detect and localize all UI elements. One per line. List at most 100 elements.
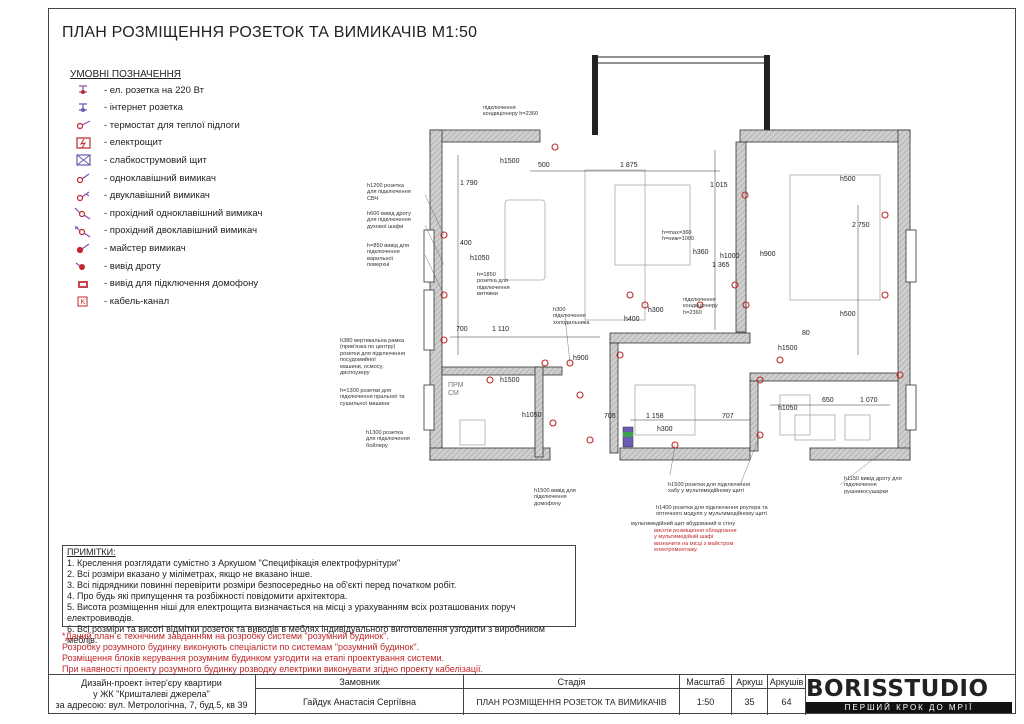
dim-80: 80 bbox=[802, 330, 810, 337]
legend-item-label: - прохідний двоклавішний вимикач bbox=[104, 225, 258, 237]
mark-h1050-a: h1050 bbox=[470, 255, 490, 262]
cable-channel-icon: K bbox=[70, 294, 96, 308]
dim-650: 650 bbox=[822, 397, 834, 404]
svg-text:K: K bbox=[81, 299, 86, 306]
scale-value: 1:50 bbox=[680, 689, 732, 715]
sheets-header: Аркушів bbox=[768, 675, 806, 689]
legend-item: - одноклавішний вимикач bbox=[70, 171, 216, 185]
mark-h500-b: h500 bbox=[840, 311, 856, 318]
legend-item: - майстер вимикач bbox=[70, 241, 186, 255]
stage-header: Стадія bbox=[464, 675, 680, 689]
mark-h360: h360 bbox=[693, 249, 709, 256]
legend-item-label: - прохідний одноклавішний вимикач bbox=[104, 207, 263, 219]
legend-item-label: - інтернет розетка bbox=[104, 102, 183, 114]
legend-item: - прохідний двоклавішний вимикач bbox=[70, 224, 257, 238]
dimension-lines bbox=[450, 150, 890, 421]
dim-1790: 1 790 bbox=[460, 180, 478, 187]
warning-line: Розміщення блоків керування розумним буд… bbox=[62, 653, 445, 663]
balcony bbox=[592, 55, 770, 135]
page-title: ПЛАН РОЗМІЩЕННЯ РОЗЕТОК ТА ВИМИКАЧІВ М1:… bbox=[62, 24, 478, 41]
logo-slogan: ПЕРШИЙ КРОК ДО МРІЇ bbox=[806, 702, 1012, 713]
client-header: Замовник bbox=[256, 675, 464, 689]
master-switch-icon bbox=[70, 241, 96, 255]
legend-item-label: - одноклавішний вимикач bbox=[104, 172, 216, 184]
studio-logo: BORISSTUDIO ПЕРШИЙ КРОК ДО МРІЇ bbox=[806, 676, 1012, 713]
mark-h1500-a: h1500 bbox=[500, 158, 520, 165]
intercom-outlet-icon bbox=[70, 277, 96, 291]
dim-1158: 1 158 bbox=[646, 413, 664, 420]
label-dishwasher: h380 вертикальна рамка(прив'язка по цент… bbox=[340, 338, 405, 377]
mark-h900-a: h900 bbox=[573, 355, 589, 362]
project-line: Дизайн-проект інтер'єру квартири bbox=[81, 678, 222, 688]
floor-plan bbox=[423, 55, 917, 486]
mark-h1050-c: h1050 bbox=[778, 405, 798, 412]
dim-700: 700 bbox=[456, 326, 468, 333]
legend-item: - інтернет розетка bbox=[70, 101, 183, 115]
legend-heading: УМОВНІ ПОЗНАЧЕННЯ bbox=[70, 69, 182, 80]
floor-thermostat-icon bbox=[70, 118, 96, 132]
note-item: 2. Всі розміри вказано у міліметрах, якщ… bbox=[67, 569, 313, 579]
mark-h1500-c: h1500 bbox=[778, 345, 798, 352]
mark-h300-b: h300 bbox=[657, 426, 673, 433]
dim-1875: 1 875 bbox=[620, 162, 638, 169]
leader-lines bbox=[424, 194, 886, 486]
mark-h400: h400 bbox=[624, 316, 640, 323]
note-item: 1. Креслення розглядати сумістно з Аркуш… bbox=[67, 558, 401, 568]
mark-h500-a: h500 bbox=[840, 176, 856, 183]
project-line: у ЖК "Кришталеві джерела" bbox=[93, 689, 210, 699]
mark-h900-b: h900 bbox=[760, 251, 776, 258]
legend-item-label: - електрощит bbox=[104, 137, 163, 149]
warning-line: *Даний план є технічним завданням на роз… bbox=[62, 631, 389, 641]
warning-line: Розробку розумного будинку виконують спе… bbox=[62, 642, 420, 652]
dim-1015: 1 015 bbox=[710, 182, 728, 189]
legend-item-label: - слабкострумовий щит bbox=[104, 154, 207, 166]
legend-item: - ел. розетка на 220 Вт bbox=[70, 83, 204, 97]
sheet-value: 35 bbox=[732, 689, 768, 715]
double-switch-icon bbox=[70, 189, 96, 203]
label-media-panel: мультимедійний щит вбудований в стіну bbox=[631, 521, 736, 527]
sheet-header: Аркуш bbox=[732, 675, 768, 689]
warning-line: При наявності проекту розумного будинку … bbox=[62, 664, 484, 674]
note-item: 6. Всі розміри та висоті відмітки розето… bbox=[67, 624, 545, 645]
power-socket-icon bbox=[70, 83, 96, 97]
label-router: h1400 розетки для підключення роутера та… bbox=[656, 505, 768, 518]
legend-item-label: - кабель-канал bbox=[104, 295, 170, 307]
wire-outlet-icon bbox=[70, 259, 96, 273]
sheets-value: 64 bbox=[768, 689, 806, 715]
legend-item: - електрощит bbox=[70, 136, 162, 150]
pass-double-switch-icon bbox=[70, 224, 96, 238]
dim-500: 500 bbox=[538, 162, 550, 169]
note-item: 3. Всі підрядники повинні перевірити роз… bbox=[67, 580, 457, 590]
dim-705: 705 bbox=[604, 413, 616, 420]
note-item: 4. Про будь які припущення та розбіжност… bbox=[67, 591, 348, 601]
media-panel bbox=[622, 426, 634, 448]
legend-item: - вивід для підключення домофону bbox=[70, 277, 258, 291]
legend-item-label: - термостат для теплої підлоги bbox=[104, 119, 240, 131]
furniture bbox=[459, 169, 881, 446]
notes-heading: ПРИМІТКИ: bbox=[67, 547, 116, 557]
legend-item: K - кабель-канал bbox=[70, 294, 169, 308]
legend-item-label: - майстер вимикач bbox=[104, 242, 186, 254]
dim-1070: 1 070 bbox=[860, 397, 878, 404]
legend-item: - слабкострумовий щит bbox=[70, 153, 207, 167]
dim-1365: 1 365 bbox=[712, 262, 730, 269]
project-info: Дизайн-проект інтер'єру квартири у ЖК "К… bbox=[48, 675, 256, 715]
note-item: 5. Висота розміщення ніші для електрощит… bbox=[67, 602, 516, 623]
legend-item: - вивід дроту bbox=[70, 259, 161, 273]
dim-707: 707 bbox=[722, 413, 734, 420]
drawing-frame bbox=[48, 8, 1016, 714]
dim-2750: 2 750 bbox=[852, 222, 870, 229]
